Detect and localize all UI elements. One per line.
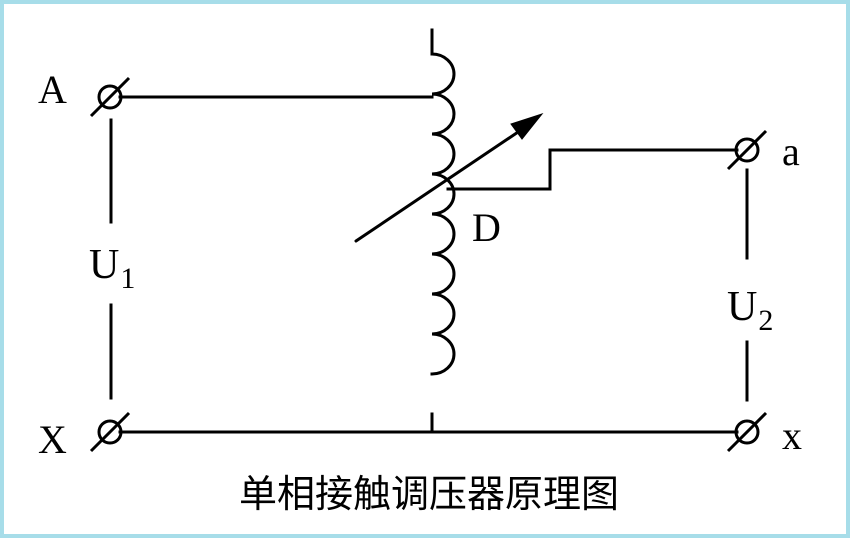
voltage-label-u1: U1: [89, 244, 135, 294]
terminal-label-X: X: [38, 417, 67, 462]
sliding-contact-arrow-icon: [354, 113, 544, 243]
terminal-label-A: A: [38, 67, 67, 112]
autotransformer-coil-icon: [430, 52, 456, 376]
diagram-caption: 单相接触调压器原理图: [238, 472, 619, 516]
u2-subscript: 2: [758, 304, 774, 337]
u2-main: U: [727, 284, 758, 330]
u1-subscript: 1: [120, 262, 136, 295]
voltage-label-u2: U2: [727, 286, 773, 336]
wire-d-to-a: [446, 148, 739, 191]
terminal-a-lower-icon: [726, 129, 768, 171]
tap-label-d: D: [472, 205, 501, 250]
terminal-label-a: a: [782, 129, 800, 174]
u1-main: U: [89, 242, 120, 288]
terminal-a-upper-icon: [89, 76, 131, 118]
terminal-x-upper-icon: [89, 411, 131, 453]
terminal-label-x: x: [782, 413, 802, 458]
terminal-x-lower-icon: [726, 411, 768, 453]
